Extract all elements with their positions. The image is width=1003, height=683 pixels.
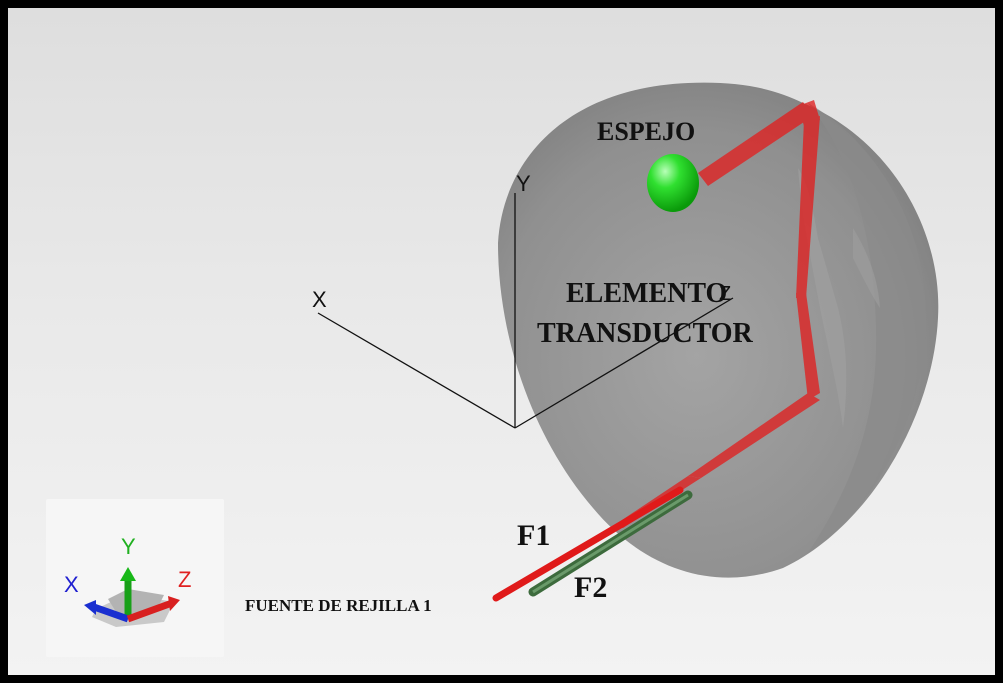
grating-source[interactable]: [492, 486, 693, 602]
triad-y-label: Y: [121, 534, 136, 559]
source-label: FUENTE DE REJILLA 1: [245, 596, 432, 615]
mirror-label: ESPEJO: [597, 117, 696, 146]
triad-z-label: Z: [178, 567, 192, 592]
triad-icon: [84, 567, 180, 627]
element-label-line1: ELEMENTO: [566, 278, 728, 309]
f1-label: F1: [517, 519, 551, 552]
world-axes: [317, 193, 734, 429]
mirror-sphere[interactable]: [647, 154, 699, 212]
axis-x-label: X: [312, 287, 327, 312]
view-triad[interactable]: X Y Z: [46, 499, 224, 657]
scene-canvas[interactable]: [8, 8, 995, 675]
f2-label: F2: [574, 571, 608, 604]
triad-x-label: X: [64, 572, 79, 597]
axis-z-label: Z: [719, 283, 732, 305]
element-label-line2: TRANSDUCTOR: [537, 318, 753, 349]
axis-y-label: Y: [516, 171, 531, 196]
3d-viewport[interactable]: Y X Z ESPEJO ELEMENTO TRANSDUCTOR F1 F2 …: [8, 8, 995, 675]
hemisphere-element: [498, 82, 939, 578]
